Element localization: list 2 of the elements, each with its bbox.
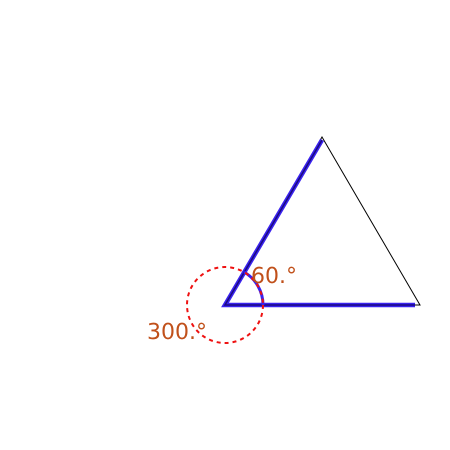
angle-label: 60.°: [251, 265, 297, 289]
angle-label: 300.°: [147, 321, 207, 345]
